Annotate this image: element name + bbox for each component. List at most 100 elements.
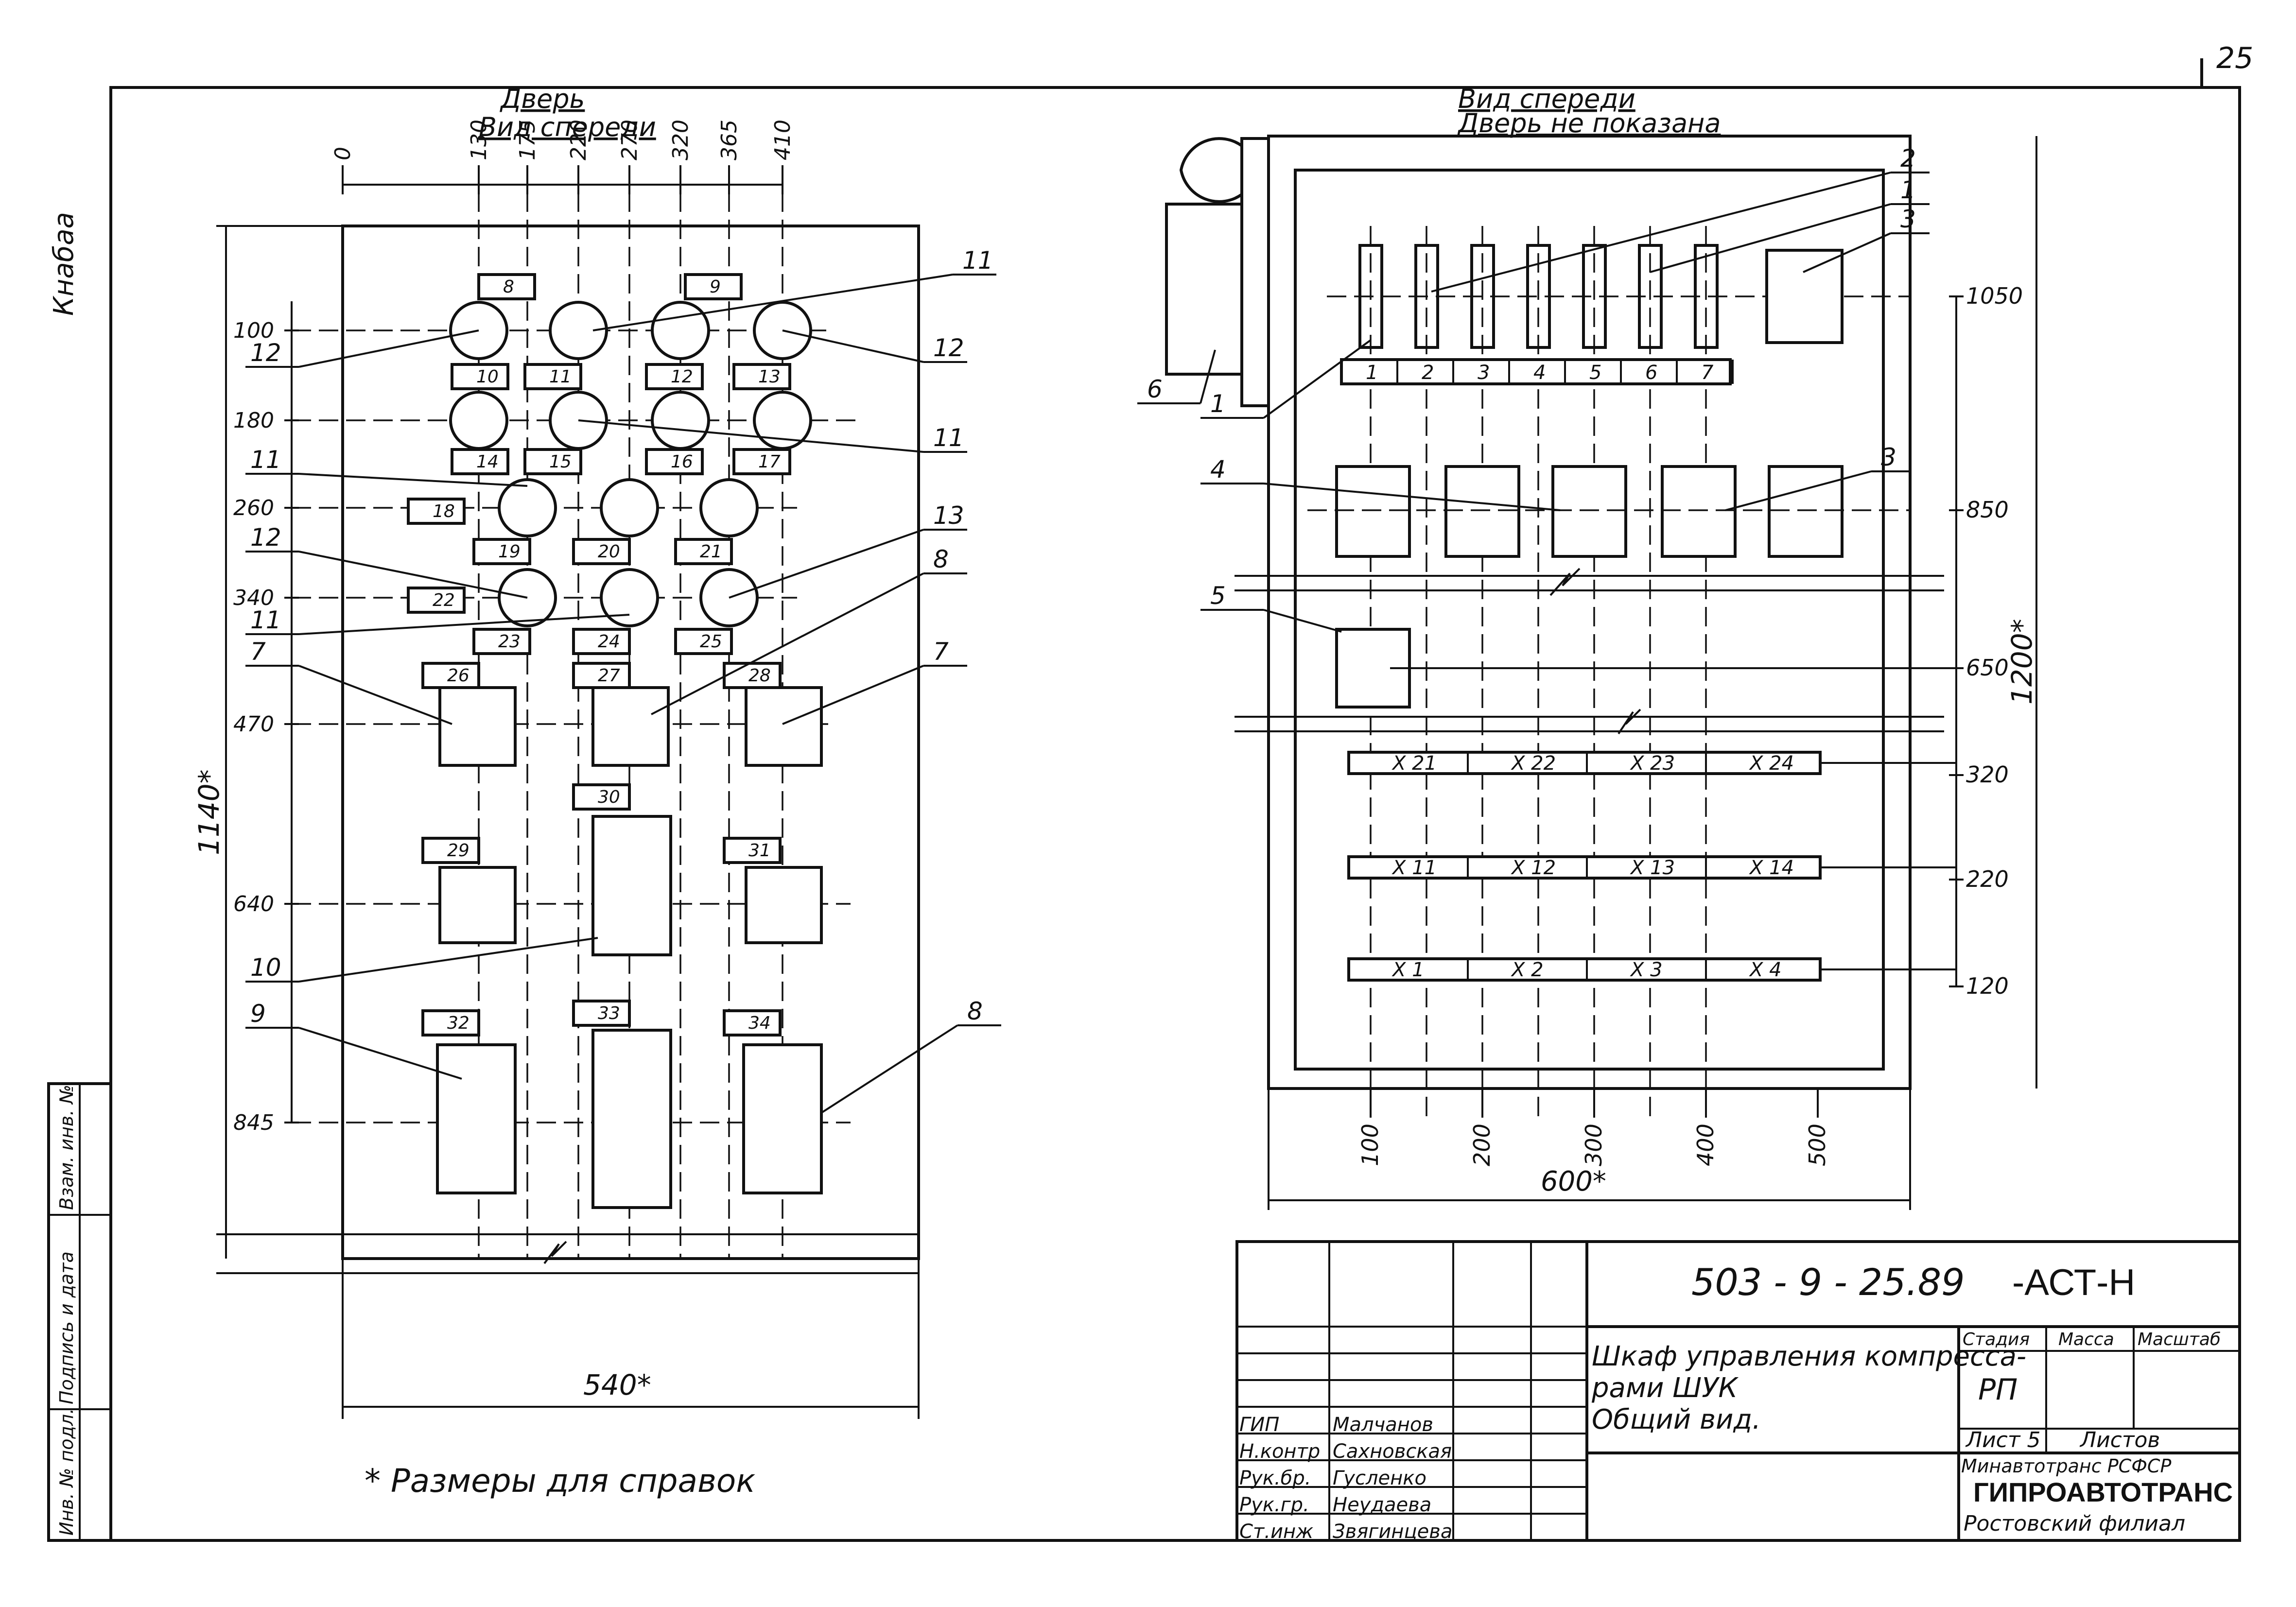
label-plate bbox=[523, 363, 582, 390]
label-plate bbox=[472, 628, 531, 655]
callout-leader bbox=[1803, 232, 1891, 273]
front-height-label: 1200* bbox=[2005, 619, 2038, 705]
terminal-label: X 3 bbox=[1630, 959, 1663, 981]
front-y-tick-label: 650 bbox=[1966, 655, 2009, 681]
callout-number: 9 bbox=[250, 1000, 266, 1028]
callout-number: 2 bbox=[1900, 144, 1916, 173]
label-plate bbox=[421, 1009, 480, 1037]
callout-number: 3 bbox=[1881, 443, 1896, 471]
label-plate-text: 14 bbox=[476, 452, 499, 472]
signal-lamp bbox=[651, 301, 710, 360]
terminal-label: X 12 bbox=[1511, 857, 1556, 879]
front-x-tick-label: 400 bbox=[1692, 1123, 1719, 1166]
door-x-tick-label: 270 bbox=[617, 120, 642, 160]
callout-number: 10 bbox=[250, 953, 281, 982]
label-plate-text: 33 bbox=[598, 1003, 620, 1023]
label-plate bbox=[645, 448, 704, 475]
signal-lamp bbox=[699, 478, 759, 537]
label-plate-text: 32 bbox=[447, 1013, 470, 1033]
label-plate-text: 20 bbox=[598, 542, 620, 562]
front-boxes bbox=[1307, 249, 1954, 708]
signature-role: ГИП bbox=[1239, 1414, 1279, 1436]
label-plate bbox=[572, 783, 631, 811]
callout-number: 11 bbox=[250, 606, 281, 634]
terminal-label: X 23 bbox=[1630, 752, 1675, 775]
callout-leader bbox=[1263, 339, 1372, 419]
equipment-box bbox=[1661, 465, 1737, 558]
signal-lamp bbox=[449, 391, 508, 450]
label-plate-text: 8 bbox=[503, 277, 514, 297]
callout-number: 12 bbox=[250, 339, 281, 367]
label-plate-text: 24 bbox=[598, 632, 620, 652]
break-symbol bbox=[543, 1241, 567, 1264]
label-plate bbox=[723, 837, 782, 864]
sheet-number: Лист 5 bbox=[1965, 1428, 2040, 1452]
equipment-box bbox=[1444, 465, 1520, 558]
callout-leader bbox=[1725, 470, 1872, 511]
signature-role: Рук.гр. bbox=[1239, 1494, 1309, 1516]
label-plate-text: 16 bbox=[671, 452, 693, 472]
equipment-box bbox=[1765, 249, 1844, 344]
label-plate-text: 10 bbox=[476, 367, 499, 387]
front-y-tick-label: 320 bbox=[1966, 761, 2009, 788]
door-device bbox=[438, 686, 517, 767]
stage-value: РП bbox=[1978, 1373, 2018, 1407]
terminal-label: X 11 bbox=[1392, 857, 1437, 879]
org-line-1: Минавтотранс РСФСР bbox=[1961, 1455, 2171, 1477]
equipment-box bbox=[1551, 465, 1627, 558]
callout-number: 11 bbox=[250, 446, 281, 474]
door-x-tick-label: 410 bbox=[770, 120, 795, 160]
callout-number: 5 bbox=[1210, 582, 1226, 610]
door-device bbox=[591, 1029, 672, 1209]
door-title: Дверь bbox=[500, 84, 585, 114]
label-plate-text: 30 bbox=[598, 787, 620, 807]
org-line-3: Ростовский филиал bbox=[1964, 1511, 2185, 1536]
title-line-1: Шкаф управления компресса- bbox=[1592, 1341, 2026, 1372]
top-left-stamp: Кнабаа bbox=[48, 212, 80, 316]
tb-signature-grid bbox=[1237, 1242, 1587, 1540]
front-y-tick-label: 850 bbox=[1966, 497, 2009, 523]
callout-leader bbox=[651, 572, 924, 715]
relay-label: 2 bbox=[1422, 362, 1434, 384]
callout-number: 8 bbox=[933, 545, 949, 573]
terminal-label: X 22 bbox=[1511, 752, 1556, 775]
label-plate bbox=[451, 448, 509, 475]
terminal-label: X 1 bbox=[1392, 959, 1425, 981]
label-plate bbox=[407, 498, 466, 525]
width-dim-label: 540* bbox=[583, 1368, 651, 1401]
label-plate bbox=[472, 538, 531, 565]
signature-role: Ст.инж bbox=[1239, 1521, 1313, 1543]
callout-leader bbox=[592, 274, 953, 331]
callout-leader bbox=[298, 551, 528, 599]
door-y-tick-label: 340 bbox=[233, 586, 274, 610]
callout-leader bbox=[298, 665, 452, 725]
side-bracket bbox=[1240, 137, 1270, 407]
callout-number: 4 bbox=[1210, 455, 1226, 484]
door-x-tick-label: 130 bbox=[467, 120, 491, 160]
terminal-label: X 21 bbox=[1392, 752, 1437, 775]
front-x-tick-label: 100 bbox=[1357, 1123, 1383, 1166]
callout-leader bbox=[1200, 349, 1216, 404]
label-plate bbox=[732, 448, 791, 475]
relay-label-strip bbox=[1340, 358, 1732, 385]
label-plate bbox=[421, 662, 480, 689]
door-x-tick-label: 0 bbox=[330, 147, 355, 160]
door-device bbox=[436, 1043, 517, 1194]
terminal-strip bbox=[1347, 855, 1822, 880]
callout-number: 7 bbox=[933, 638, 949, 666]
doc-suffix: -АСТ-Н bbox=[2012, 1262, 2135, 1303]
door-y-tick-label: 180 bbox=[233, 408, 274, 433]
label-plate-text: 12 bbox=[671, 367, 693, 387]
signal-lamp bbox=[600, 568, 659, 627]
callout-leader bbox=[1263, 483, 1561, 511]
org-line-2: ГИПРОАВТОТРАНС bbox=[1973, 1477, 2233, 1507]
callout-leader bbox=[782, 665, 924, 725]
label-plate-text: 13 bbox=[758, 367, 781, 387]
relay-label: 4 bbox=[1533, 362, 1546, 384]
door-subtitle: Вид спереди bbox=[479, 112, 656, 142]
door-x-tick-label: 220 bbox=[566, 120, 591, 160]
terminal-label: X 14 bbox=[1749, 857, 1794, 879]
front-y-tick-label: 1050 bbox=[1966, 283, 2023, 309]
